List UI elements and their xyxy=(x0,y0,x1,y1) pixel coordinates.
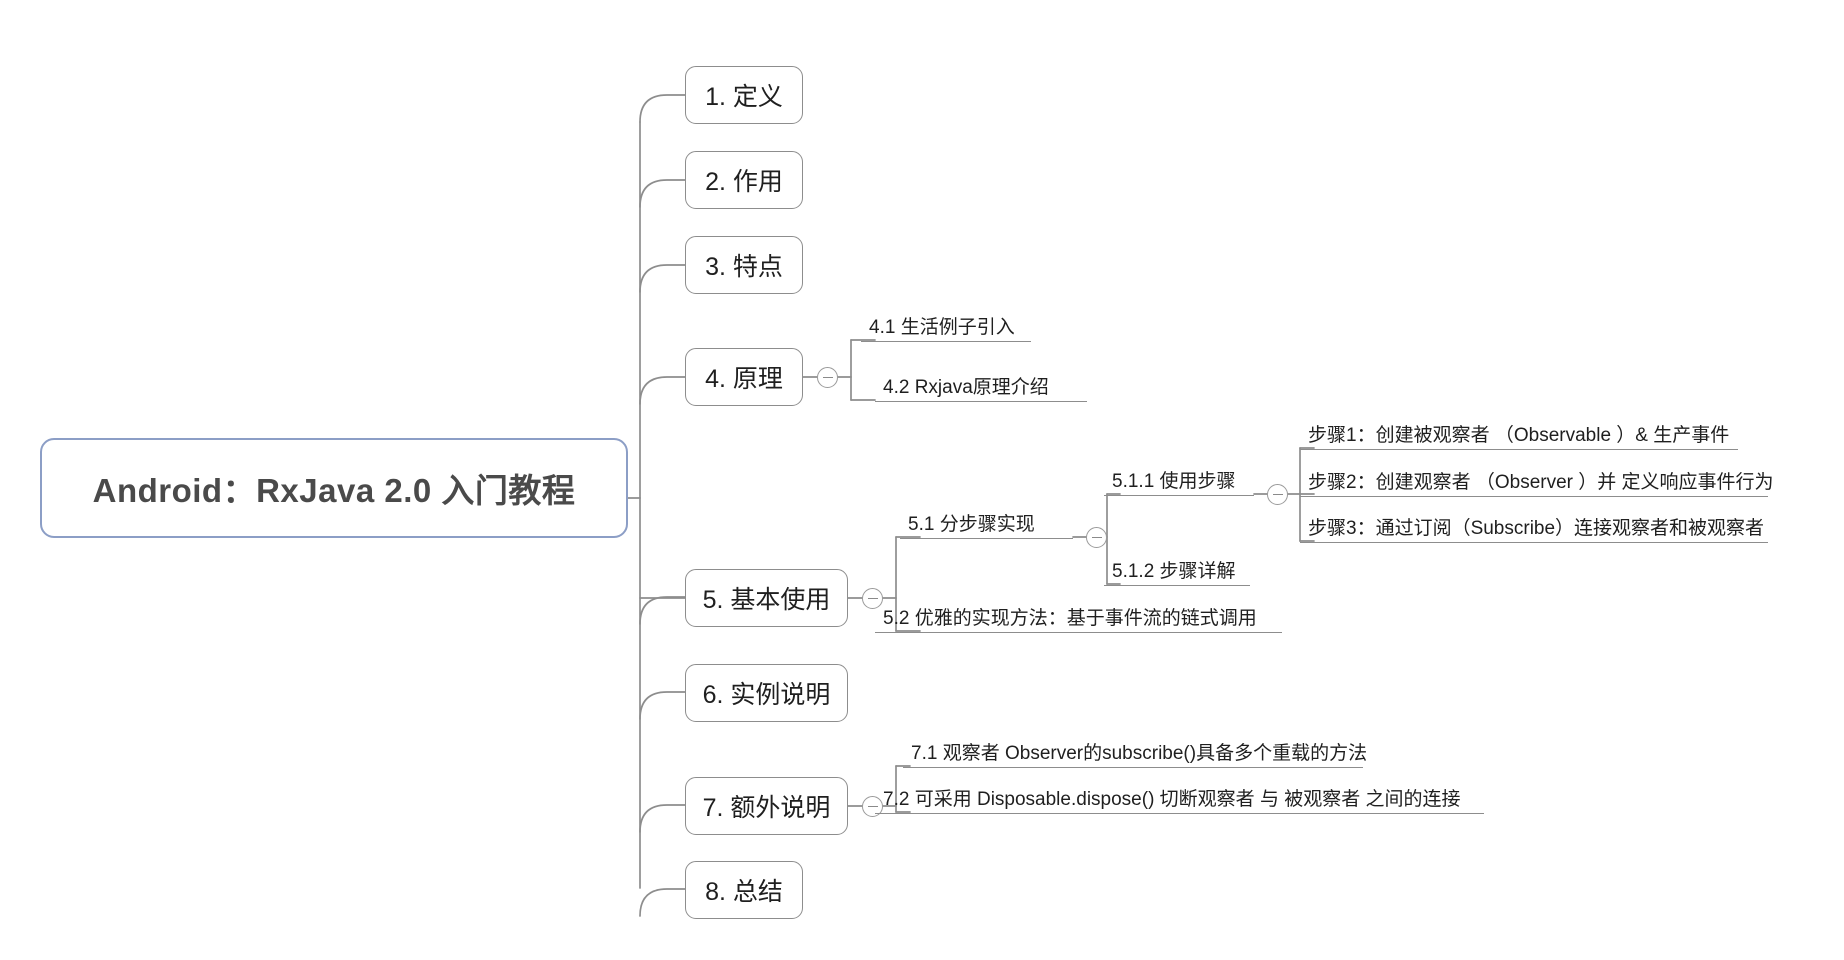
step-label-3: 步骤3：通过订阅（Subscribe）连接观察者和被观察者 xyxy=(1308,517,1765,539)
branch-node-2[interactable]: 2. 作用 xyxy=(685,151,803,209)
minus-icon xyxy=(1272,493,1283,496)
sub-label-4-2: 4.2 Rxjava原理介绍 xyxy=(883,376,1049,398)
collapse-toggle-5-1[interactable] xyxy=(1086,527,1107,548)
branch-label-1: 1. 定义 xyxy=(705,83,783,111)
branch-node-6[interactable]: 6. 实例说明 xyxy=(685,664,848,722)
sub-label-4-1: 4.1 生活例子引入 xyxy=(869,316,1015,338)
minus-icon xyxy=(1091,536,1102,539)
sub-node-4-2[interactable]: 4.2 Rxjava原理介绍 xyxy=(875,372,1087,402)
sub-label-7-2: 7.2 可采用 Disposable.dispose() 切断观察者 与 被观察… xyxy=(883,788,1461,810)
sub-node-5-1[interactable]: 5.1 分步骤实现 xyxy=(900,509,1073,539)
branch-node-4[interactable]: 4. 原理 xyxy=(685,348,803,406)
sub-label-5-1: 5.1 分步骤实现 xyxy=(908,513,1035,535)
branch-label-4: 4. 原理 xyxy=(705,365,783,393)
branch-label-8: 8. 总结 xyxy=(705,878,783,906)
sub-node-5-2[interactable]: 5.2 优雅的实现方法：基于事件流的链式调用 xyxy=(875,603,1282,633)
collapse-toggle-branch-5[interactable] xyxy=(862,588,883,609)
minus-icon xyxy=(867,597,878,600)
branch-label-3: 3. 特点 xyxy=(705,253,783,281)
step-node-3[interactable]: 步骤3：通过订阅（Subscribe）连接观察者和被观察者 xyxy=(1300,513,1768,543)
sub-label-7-1: 7.1 观察者 Observer的subscribe()具备多个重载的方法 xyxy=(911,742,1368,764)
step-node-1[interactable]: 步骤1：创建被观察者 （Observable ）& 生产事件 xyxy=(1300,420,1738,450)
collapse-toggle-branch-7[interactable] xyxy=(862,796,883,817)
step-node-2[interactable]: 步骤2：创建观察者 （Observer ）并 定义响应事件行为 xyxy=(1300,467,1774,497)
branch-node-7[interactable]: 7. 额外说明 xyxy=(685,777,848,835)
sub-node-7-1[interactable]: 7.1 观察者 Observer的subscribe()具备多个重载的方法 xyxy=(903,738,1367,768)
collapse-toggle-5-1-1[interactable] xyxy=(1267,484,1288,505)
branch-node-8[interactable]: 8. 总结 xyxy=(685,861,803,919)
sub-label-5-1-2: 5.1.2 步骤详解 xyxy=(1112,560,1236,582)
branch-node-3[interactable]: 3. 特点 xyxy=(685,236,803,294)
sub-node-4-1[interactable]: 4.1 生活例子引入 xyxy=(861,312,1031,342)
sub-label-5-2: 5.2 优雅的实现方法：基于事件流的链式调用 xyxy=(883,607,1257,629)
branch-label-5: 5. 基本使用 xyxy=(702,586,831,614)
minus-icon xyxy=(822,376,833,379)
sub-node-7-2[interactable]: 7.2 可采用 Disposable.dispose() 切断观察者 与 被观察… xyxy=(875,784,1484,814)
step-label-1: 步骤1：创建被观察者 （Observable ）& 生产事件 xyxy=(1308,424,1730,446)
branch-label-7: 7. 额外说明 xyxy=(702,794,831,822)
collapse-toggle-branch-4[interactable] xyxy=(817,367,838,388)
branch-label-2: 2. 作用 xyxy=(705,168,783,196)
branch-label-6: 6. 实例说明 xyxy=(702,681,831,709)
branch-node-5[interactable]: 5. 基本使用 xyxy=(685,569,848,627)
sub-label-5-1-1: 5.1.1 使用步骤 xyxy=(1112,470,1236,492)
step-label-2: 步骤2：创建观察者 （Observer ）并 定义响应事件行为 xyxy=(1308,471,1774,493)
sub-node-5-1-1[interactable]: 5.1.1 使用步骤 xyxy=(1104,466,1254,496)
branch-node-1[interactable]: 1. 定义 xyxy=(685,66,803,124)
minus-icon xyxy=(867,805,878,808)
root-label: Android：RxJava 2.0 入门教程 xyxy=(92,472,576,509)
root-node[interactable]: Android：RxJava 2.0 入门教程 xyxy=(40,438,628,538)
sub-node-5-1-2[interactable]: 5.1.2 步骤详解 xyxy=(1104,556,1250,586)
